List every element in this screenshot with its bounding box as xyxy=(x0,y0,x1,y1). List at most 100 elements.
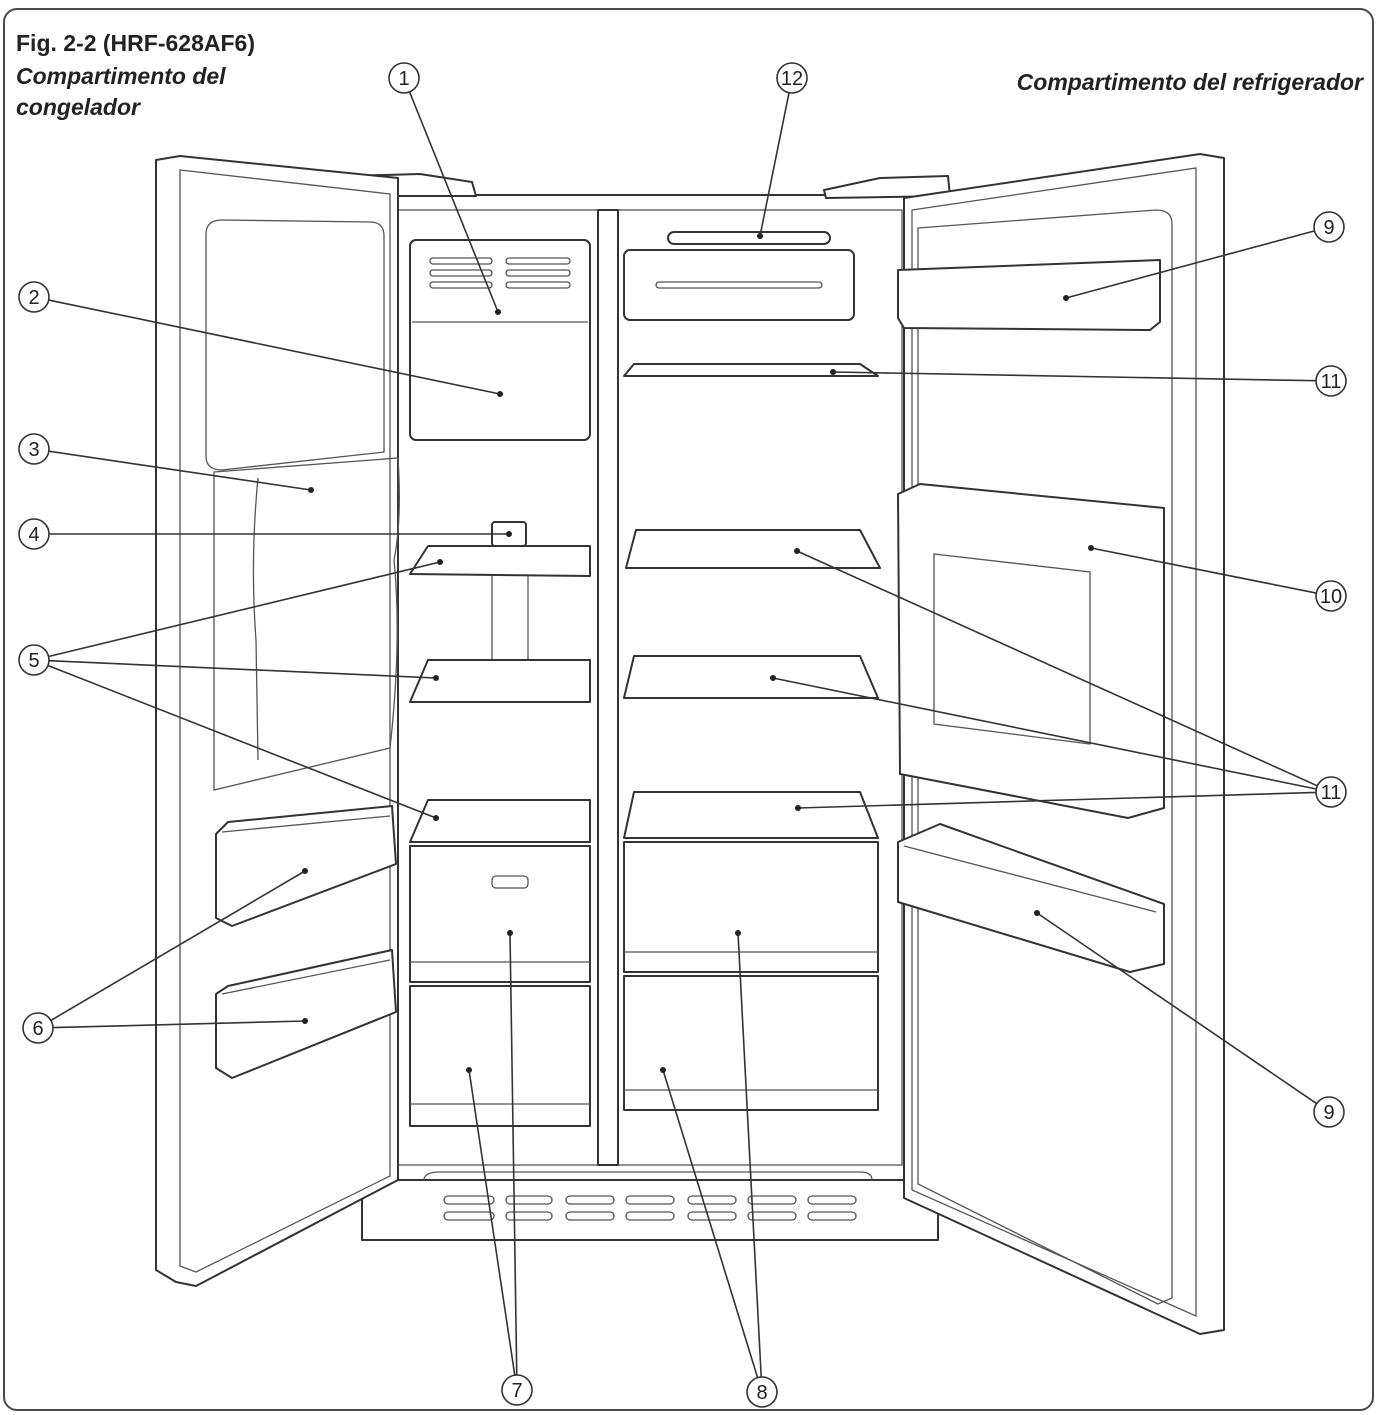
target-dot-c3-0 xyxy=(308,487,314,493)
freezer-door xyxy=(155,155,399,1287)
callout-number: 8 xyxy=(756,1382,767,1404)
freezer-door-upper-panel xyxy=(205,219,385,471)
target-dot-c8-1 xyxy=(660,1067,666,1073)
kick-plate-vents xyxy=(443,1195,857,1221)
freezer-shelf-3 xyxy=(409,799,591,843)
leader-line-c1-0 xyxy=(408,91,499,313)
fridge-shelf-3 xyxy=(623,791,879,839)
base-trim xyxy=(423,1171,873,1181)
fridge-shelf-top xyxy=(623,363,879,377)
fridge-door-liner xyxy=(917,209,1173,1305)
leader-line-c7-1 xyxy=(468,1069,516,1376)
freezer-drawer-handle xyxy=(491,875,529,889)
target-dot-c8-0 xyxy=(735,930,741,936)
leader-line-c6-1 xyxy=(52,1020,306,1029)
fridge-door-upper-bin xyxy=(897,259,1161,331)
target-dot-c9b-0 xyxy=(1034,910,1040,916)
leader-line-c9a-0 xyxy=(1065,230,1315,299)
fridge-door-large-bin-window xyxy=(933,553,1091,745)
callout-number: 3 xyxy=(28,439,39,461)
callout-number-badge: 3 xyxy=(18,433,50,465)
callout-c2: 2 xyxy=(18,281,503,397)
callout-number: 4 xyxy=(28,524,39,546)
target-dot-c6-0 xyxy=(302,868,308,874)
freezer-shelf-2 xyxy=(409,659,591,703)
freezer-compartment-title: Compartimento del congelador xyxy=(16,61,226,123)
target-dot-c5-0 xyxy=(437,559,443,565)
figure-label: Fig. 2-2 (HRF-628AF6) xyxy=(16,30,255,56)
callout-number-badge: 1 xyxy=(388,62,420,94)
callout-c7: 7 xyxy=(466,930,533,1406)
target-dot-c2-0 xyxy=(497,391,503,397)
freezer-door-bin-2-rim xyxy=(221,959,391,995)
target-dot-c5-2 xyxy=(433,815,439,821)
freezer-door-liner-curve xyxy=(252,477,259,761)
callout-number-badge: 9 xyxy=(1313,211,1345,243)
crisper-drawer-lower xyxy=(623,975,879,1111)
target-dot-c5-1 xyxy=(433,675,439,681)
leader-line-c7-0 xyxy=(509,932,518,1376)
leader-line-c11b-2 xyxy=(797,791,1317,809)
target-dot-c6-1 xyxy=(302,1018,308,1024)
target-dot-c11b-2 xyxy=(795,805,801,811)
fridge-control-panel xyxy=(623,249,855,321)
callout-number: 11 xyxy=(1321,371,1342,393)
callout-number: 1 xyxy=(398,68,409,90)
callout-circle xyxy=(746,1376,778,1408)
leader-line-c3-0 xyxy=(48,450,312,491)
callout-circle xyxy=(1313,211,1345,243)
freezer-title-line-1: Compartimento del xyxy=(16,63,226,89)
freezer-door-bin-1-rim xyxy=(221,815,391,833)
callout-number-badge: 6 xyxy=(22,1012,54,1044)
callout-circle xyxy=(1315,365,1347,397)
target-dot-c11a-0 xyxy=(830,369,836,375)
callout-number: 9 xyxy=(1323,1102,1334,1124)
callout-c12: 12 xyxy=(757,62,808,239)
callout-c1: 1 xyxy=(388,62,501,315)
callout-number-badge: 5 xyxy=(18,644,50,676)
leader-line-c11b-0 xyxy=(796,550,1318,787)
fridge-door-large-bin xyxy=(897,483,1165,819)
ice-maker-vents xyxy=(429,257,571,289)
callout-number-badge: 12 xyxy=(776,62,808,94)
fridge-shelf-1 xyxy=(625,529,881,569)
freezer-title-line-2: congelador xyxy=(16,94,140,120)
leader-line-c12-0 xyxy=(759,92,790,237)
figure-frame xyxy=(3,8,1374,1411)
callout-number-badge: 4 xyxy=(18,518,50,550)
callout-circle xyxy=(1313,1096,1345,1128)
freezer-shelf-1 xyxy=(409,545,591,577)
crisper-drawer-upper xyxy=(623,841,879,973)
target-dot-c4-0 xyxy=(506,531,512,537)
ice-maker xyxy=(409,239,591,441)
target-dot-c10-0 xyxy=(1088,545,1094,551)
leader-line-c11b-1 xyxy=(772,677,1317,790)
kick-plate xyxy=(361,1179,939,1241)
callout-number-badge: 10 xyxy=(1315,580,1347,612)
callout-circle xyxy=(18,281,50,313)
callout-circle xyxy=(22,1012,54,1044)
callout-circle xyxy=(18,644,50,676)
leader-line-c8-1 xyxy=(662,1069,759,1378)
callout-circle xyxy=(776,62,808,94)
callout-c9a: 9 xyxy=(1063,211,1345,301)
control-panel-slot xyxy=(655,281,823,289)
callout-number: 7 xyxy=(511,1380,522,1402)
callout-c5: 5 xyxy=(18,559,443,821)
callout-circle xyxy=(1315,776,1347,808)
callout-number-badge: 11 xyxy=(1315,776,1347,808)
fridge-door-lower-bin xyxy=(897,823,1165,973)
fridge-door-lower-bin-rim xyxy=(903,845,1157,913)
leader-line-c8-0 xyxy=(737,932,763,1378)
callout-number: 10 xyxy=(1320,586,1342,608)
leader-line-c2-0 xyxy=(48,299,501,395)
callout-circle xyxy=(18,518,50,550)
callout-number: 9 xyxy=(1323,217,1334,239)
fridge-shelf-2 xyxy=(623,655,879,699)
target-dot-c11b-0 xyxy=(794,548,800,554)
right-hinge-cover xyxy=(823,175,951,199)
leader-line-c10-0 xyxy=(1090,547,1317,594)
leader-line-c9b-0 xyxy=(1036,912,1318,1105)
fridge-light xyxy=(667,231,831,245)
